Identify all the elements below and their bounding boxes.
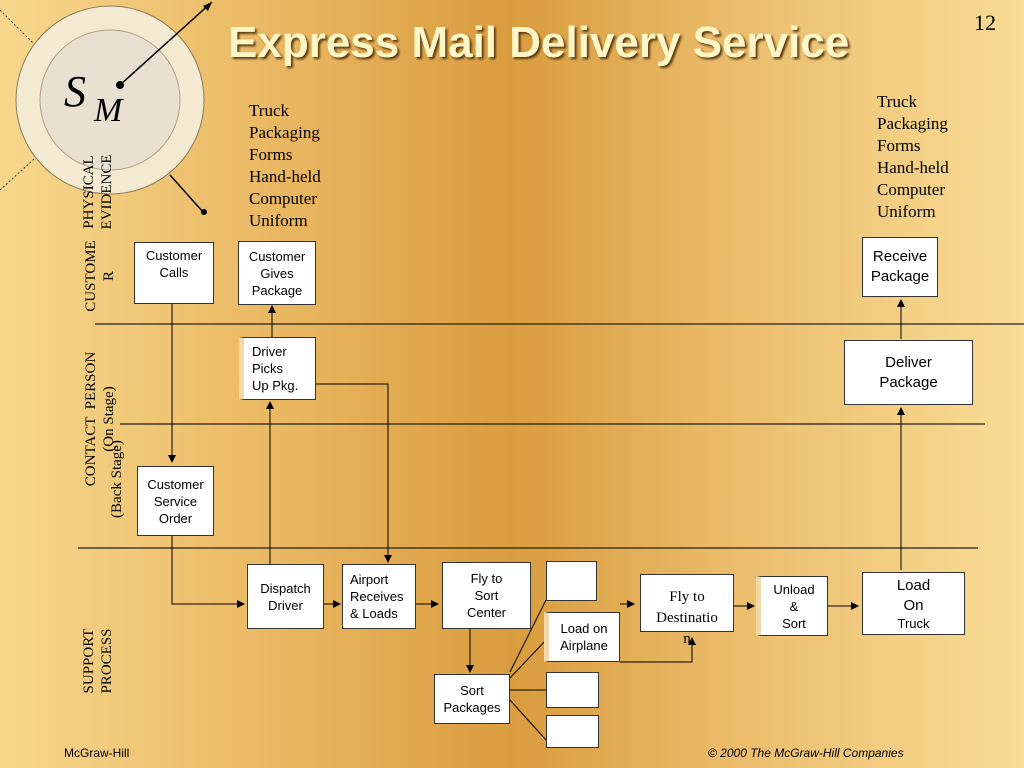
truck-label: Truck: [897, 615, 930, 631]
physical-evidence-right: Truck Packaging Forms Hand-held Computer…: [877, 92, 949, 221]
airport-receives-box: Airport Receives & Loads: [342, 564, 416, 629]
unload-sort-box: Unload & Sort: [756, 576, 828, 636]
page-number: 12: [974, 10, 996, 35]
footer-right: © 2000 The McGraw-Hill Companies: [708, 746, 904, 760]
empty-box-3: [546, 715, 599, 748]
fly-to-sort-center-box: Fly to Sort Center: [442, 562, 531, 629]
empty-box-2: [546, 672, 599, 708]
customer-gives-package-box: Customer Gives Package: [238, 241, 316, 305]
empty-box-1: [546, 561, 597, 601]
logo-s: S: [64, 67, 86, 116]
logo-m: M: [94, 92, 123, 129]
load-on-label: Load On: [896, 576, 931, 614]
footer-left: McGraw-Hill: [64, 746, 130, 760]
customer-calls-box: Customer Calls: [134, 242, 214, 304]
deliver-package-box: Deliver Package: [844, 340, 973, 405]
fly-to-destination-box: Fly to Destinatio n: [640, 574, 734, 647]
physical-evidence-left: Truck Packaging Forms Hand-held Computer…: [249, 101, 321, 230]
load-on-truck-box: Load On Truck: [862, 572, 965, 635]
receive-package-box: Receive Package: [862, 237, 938, 297]
page-title: Express Mail Delivery Service: [228, 18, 850, 67]
dispatch-driver-box: Dispatch Driver: [247, 564, 324, 629]
driver-picks-up-box: Driver Picks Up Pkg.: [239, 337, 316, 400]
load-on-airplane-box: Load on Airplane: [544, 612, 620, 662]
customer-service-order-box: Customer Service Order: [137, 466, 214, 536]
sort-packages-box: Sort Packages: [434, 674, 510, 724]
